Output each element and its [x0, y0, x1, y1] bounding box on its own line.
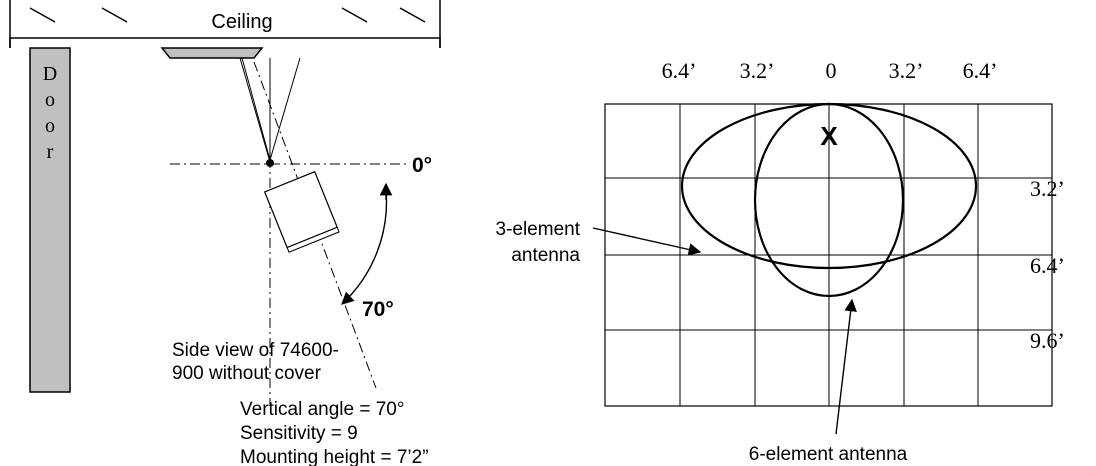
detector-cone	[241, 57, 301, 161]
top-tick-label: 6.4’	[963, 58, 998, 83]
right-tick-labels: 3.2’ 6.4’ 9.6’	[1030, 176, 1065, 353]
top-tick-label: 0	[826, 58, 837, 83]
side-view-caption-line1: Side view of 74600-	[172, 340, 339, 361]
right-tick-label: 9.6’	[1030, 328, 1065, 353]
angle-arc	[341, 189, 388, 305]
door	[29, 47, 71, 393]
top-tick-label: 6.4’	[662, 58, 697, 83]
angle-zero-label: 0°	[412, 154, 432, 177]
ceiling-label: Ceiling	[211, 11, 272, 33]
pivot-point	[266, 159, 274, 167]
center-mark: X	[820, 121, 838, 151]
setting-mounting-height: Mounting height = 7’2”	[240, 447, 429, 466]
settings-block: Vertical angle = 70° Sensitivity = 9 Mou…	[240, 399, 429, 466]
angle-seventy-label: 70°	[362, 298, 394, 321]
setting-sensitivity: Sensitivity = 9	[240, 423, 358, 444]
right-tick-label: 3.2’	[1030, 176, 1065, 201]
mounting-plate	[160, 47, 264, 59]
six-element-pattern	[753, 102, 905, 298]
side-view: Ceiling D o o r	[9, 0, 441, 404]
svg-text:o: o	[45, 89, 55, 111]
detector-body	[263, 170, 340, 253]
right-tick-label: 6.4’	[1030, 253, 1065, 278]
pattern-grid-horizontals	[605, 177, 1052, 331]
three-element-label-line2: antenna	[511, 245, 580, 266]
top-tick-label: 3.2’	[889, 58, 924, 83]
svg-text:D: D	[43, 63, 57, 85]
setting-vertical-angle: Vertical angle = 70°	[240, 399, 404, 420]
coverage-pattern: X 6.4’ 3.2’ 0 3.2’ 6.4’ 3.2’ 6.4’ 9.6’ 3…	[496, 58, 1065, 465]
ceiling-outline	[9, 37, 441, 48]
ceiling-hatch	[29, 7, 426, 23]
three-element-label-line1: 3-element	[496, 219, 581, 240]
three-element-arrow	[592, 227, 702, 256]
svg-text:r: r	[47, 141, 54, 163]
six-element-label: 6-element antenna	[749, 444, 908, 465]
top-tick-labels: 6.4’ 3.2’ 0 3.2’ 6.4’	[662, 58, 998, 83]
svg-text:o: o	[45, 115, 55, 137]
six-element-arrow	[835, 298, 857, 435]
top-tick-label: 3.2’	[740, 58, 775, 83]
cone-left	[239, 57, 271, 163]
door-label: D o o r	[43, 63, 57, 163]
side-view-caption-line2: 900 without cover	[172, 363, 322, 384]
